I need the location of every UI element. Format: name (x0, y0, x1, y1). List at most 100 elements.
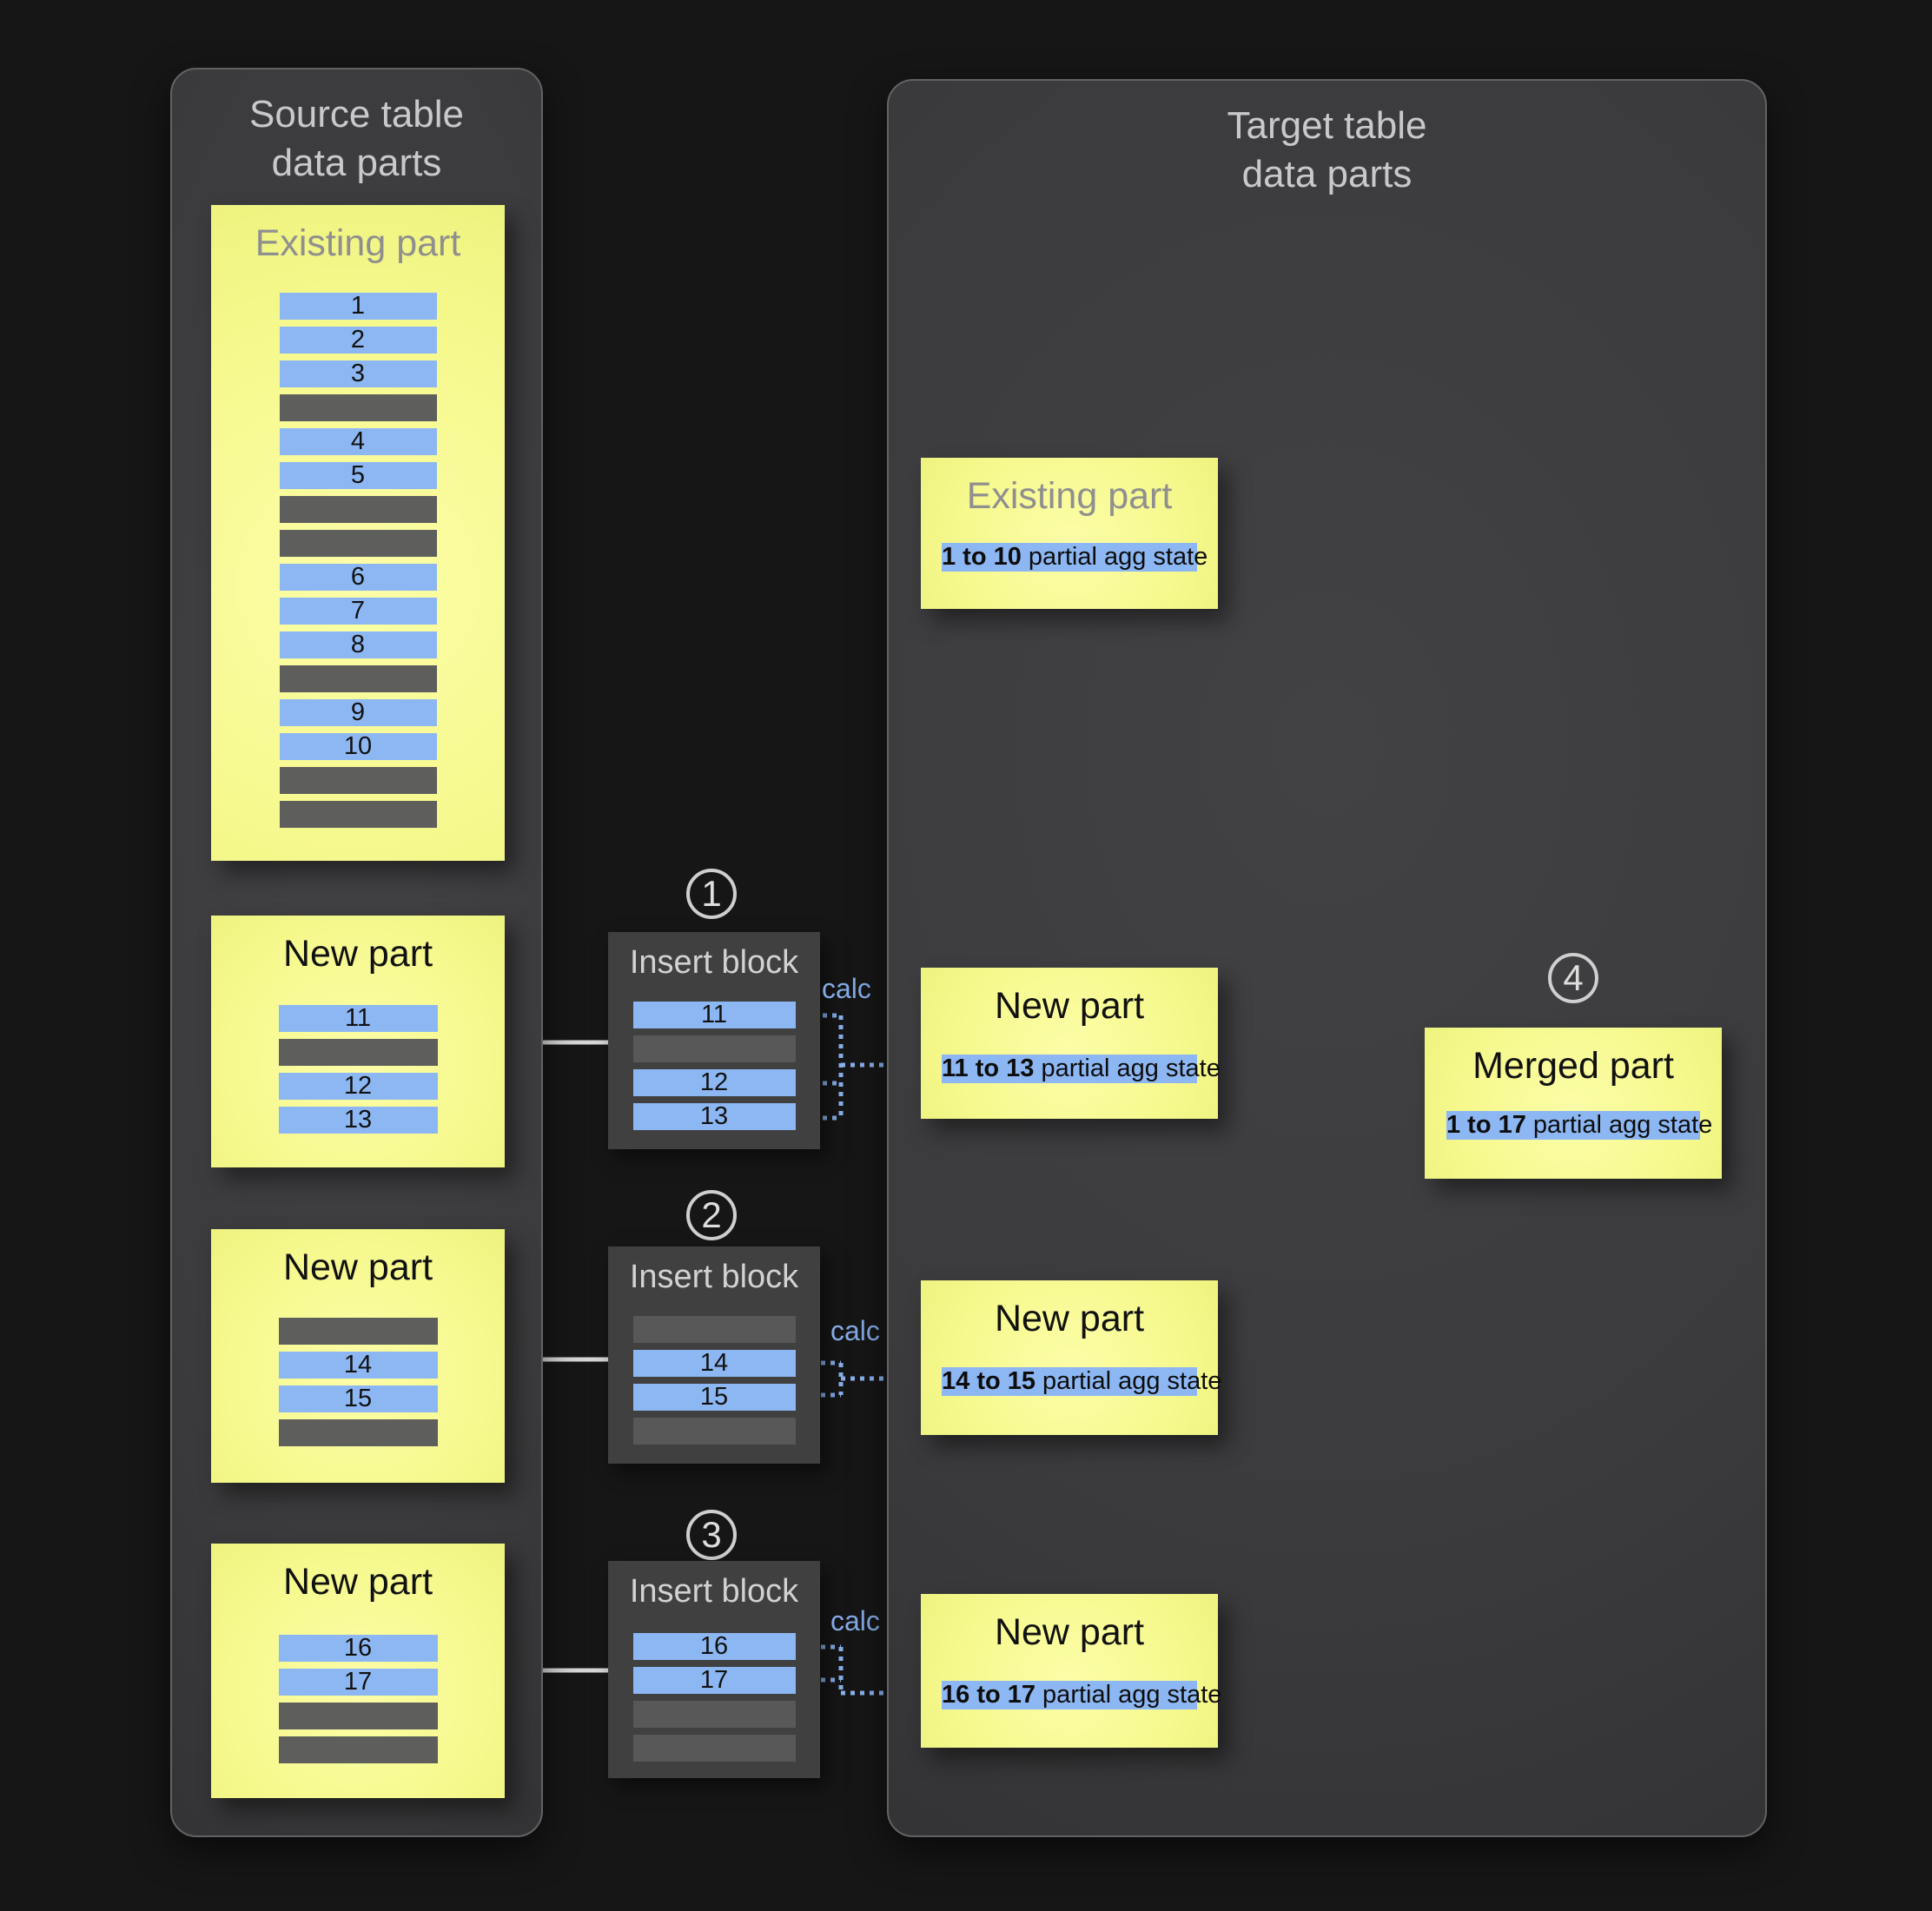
source-existing-part-title: Existing part (255, 222, 461, 264)
part-row: 4 (279, 428, 437, 455)
part-row: 17 (632, 1667, 796, 1694)
part-row-empty (279, 665, 437, 692)
target-merged-part-title: Merged part (1472, 1045, 1674, 1087)
target-merged-part-agg-state: 1 to 17 partial agg state (1446, 1111, 1712, 1140)
part-row: 8 (279, 631, 437, 658)
target-new-part-2-agg-state: 14 to 15 partial agg state (942, 1367, 1221, 1396)
source-new-part-1-rows: 11 12 13 (211, 1005, 505, 1141)
target-new-part-1-title: New part (994, 985, 1145, 1027)
part-row-empty (632, 1418, 796, 1445)
part-row: 10 (279, 733, 437, 760)
insert-block-2-title: Insert block (629, 1259, 799, 1295)
target-existing-agg-state: 1 to 10 partial agg state (942, 543, 1208, 572)
part-row: 13 (632, 1103, 796, 1130)
target-existing-part-title: Existing part (966, 475, 1173, 517)
part-row-empty (279, 496, 437, 523)
part-row: 16 (632, 1633, 796, 1660)
source-new-part-1-title: New part (282, 933, 433, 975)
part-row-empty (632, 1735, 796, 1762)
agg-label: partial agg state (1525, 1111, 1713, 1139)
source-panel-title: Source table data parts (172, 90, 541, 188)
part-row-empty (278, 1318, 438, 1345)
part-row: 16 (278, 1635, 438, 1662)
part-row-empty (632, 1035, 796, 1062)
part-row-empty (278, 1736, 438, 1763)
target-new-part-1: New part 11 to 13 partial agg state (921, 968, 1221, 1119)
target-new-part-1-agg-state: 11 to 13 partial agg state (942, 1055, 1221, 1083)
calc-label-1: calc (822, 973, 871, 1004)
target-panel-title-line2: data parts (1241, 153, 1413, 195)
target-merged-part: Merged part 1 to 17 partial agg state (1425, 1028, 1722, 1179)
agg-label: partial agg state (1035, 1367, 1222, 1395)
target-new-part-3-agg-state: 16 to 17 partial agg state (942, 1681, 1221, 1709)
source-new-part-2-title: New part (282, 1246, 433, 1288)
part-row: 12 (278, 1073, 438, 1100)
part-row-empty (278, 1419, 438, 1446)
part-row-empty (279, 767, 437, 794)
agg-label: partial agg state (1035, 1681, 1222, 1709)
part-row: 14 (632, 1350, 796, 1377)
part-row: 15 (278, 1385, 438, 1412)
part-row-empty (279, 394, 437, 421)
part-row: 11 (278, 1005, 438, 1032)
step-badge-4: 4 (1548, 953, 1598, 1003)
part-row: 7 (279, 598, 437, 625)
part-row: 17 (278, 1669, 438, 1696)
insert-block-1-title: Insert block (629, 944, 799, 981)
agg-range: 14 to 15 (942, 1367, 1035, 1395)
part-row: 12 (632, 1069, 796, 1096)
part-row-empty (279, 801, 437, 828)
target-new-part-2: New part 14 to 15 partial agg state (921, 1280, 1221, 1435)
source-panel-title-line2: data parts (271, 142, 442, 184)
part-row-empty (632, 1316, 796, 1343)
agg-range: 16 to 17 (942, 1681, 1035, 1709)
part-row: 1 (279, 293, 437, 320)
part-row: 9 (279, 699, 437, 726)
agg-range: 11 to 13 (942, 1055, 1035, 1082)
part-row: 6 (279, 564, 437, 591)
part-row: 5 (279, 462, 437, 489)
agg-label: partial agg state (1021, 543, 1208, 571)
step-badge-1: 1 (686, 869, 737, 919)
part-row: 13 (278, 1107, 438, 1134)
source-new-part-3-title: New part (282, 1561, 433, 1603)
agg-range: 1 to 10 (942, 543, 1022, 571)
target-panel-title-line1: Target table (1227, 104, 1427, 147)
target-existing-part: Existing part 1 to 10 partial agg state (921, 458, 1218, 609)
part-row-empty (278, 1039, 438, 1066)
part-row-empty (632, 1701, 796, 1728)
part-row-empty (278, 1703, 438, 1729)
target-panel-title: Target table data parts (889, 102, 1765, 199)
target-new-part-3-title: New part (994, 1611, 1145, 1653)
target-table-panel: Target table data parts Existing part 1 … (887, 79, 1767, 1837)
agg-range: 1 to 17 (1446, 1111, 1526, 1139)
part-row: 2 (279, 327, 437, 354)
part-row: 14 (278, 1352, 438, 1379)
source-panel-title-line1: Source table (248, 93, 465, 136)
agg-label: partial agg state (1034, 1055, 1221, 1082)
step-badge-3: 3 (686, 1510, 737, 1560)
insert-block-3-title: Insert block (629, 1573, 799, 1610)
part-row-empty (279, 530, 437, 557)
target-new-part-2-title: New part (994, 1298, 1145, 1339)
step-badge-2: 2 (686, 1190, 737, 1240)
calc-label-3: calc (830, 1605, 880, 1637)
calc-label-2: calc (830, 1315, 880, 1346)
source-new-part-1: New part 11 12 13 (211, 916, 505, 1167)
part-row: 15 (632, 1384, 796, 1411)
target-new-part-3: New part 16 to 17 partial agg state (921, 1594, 1221, 1748)
